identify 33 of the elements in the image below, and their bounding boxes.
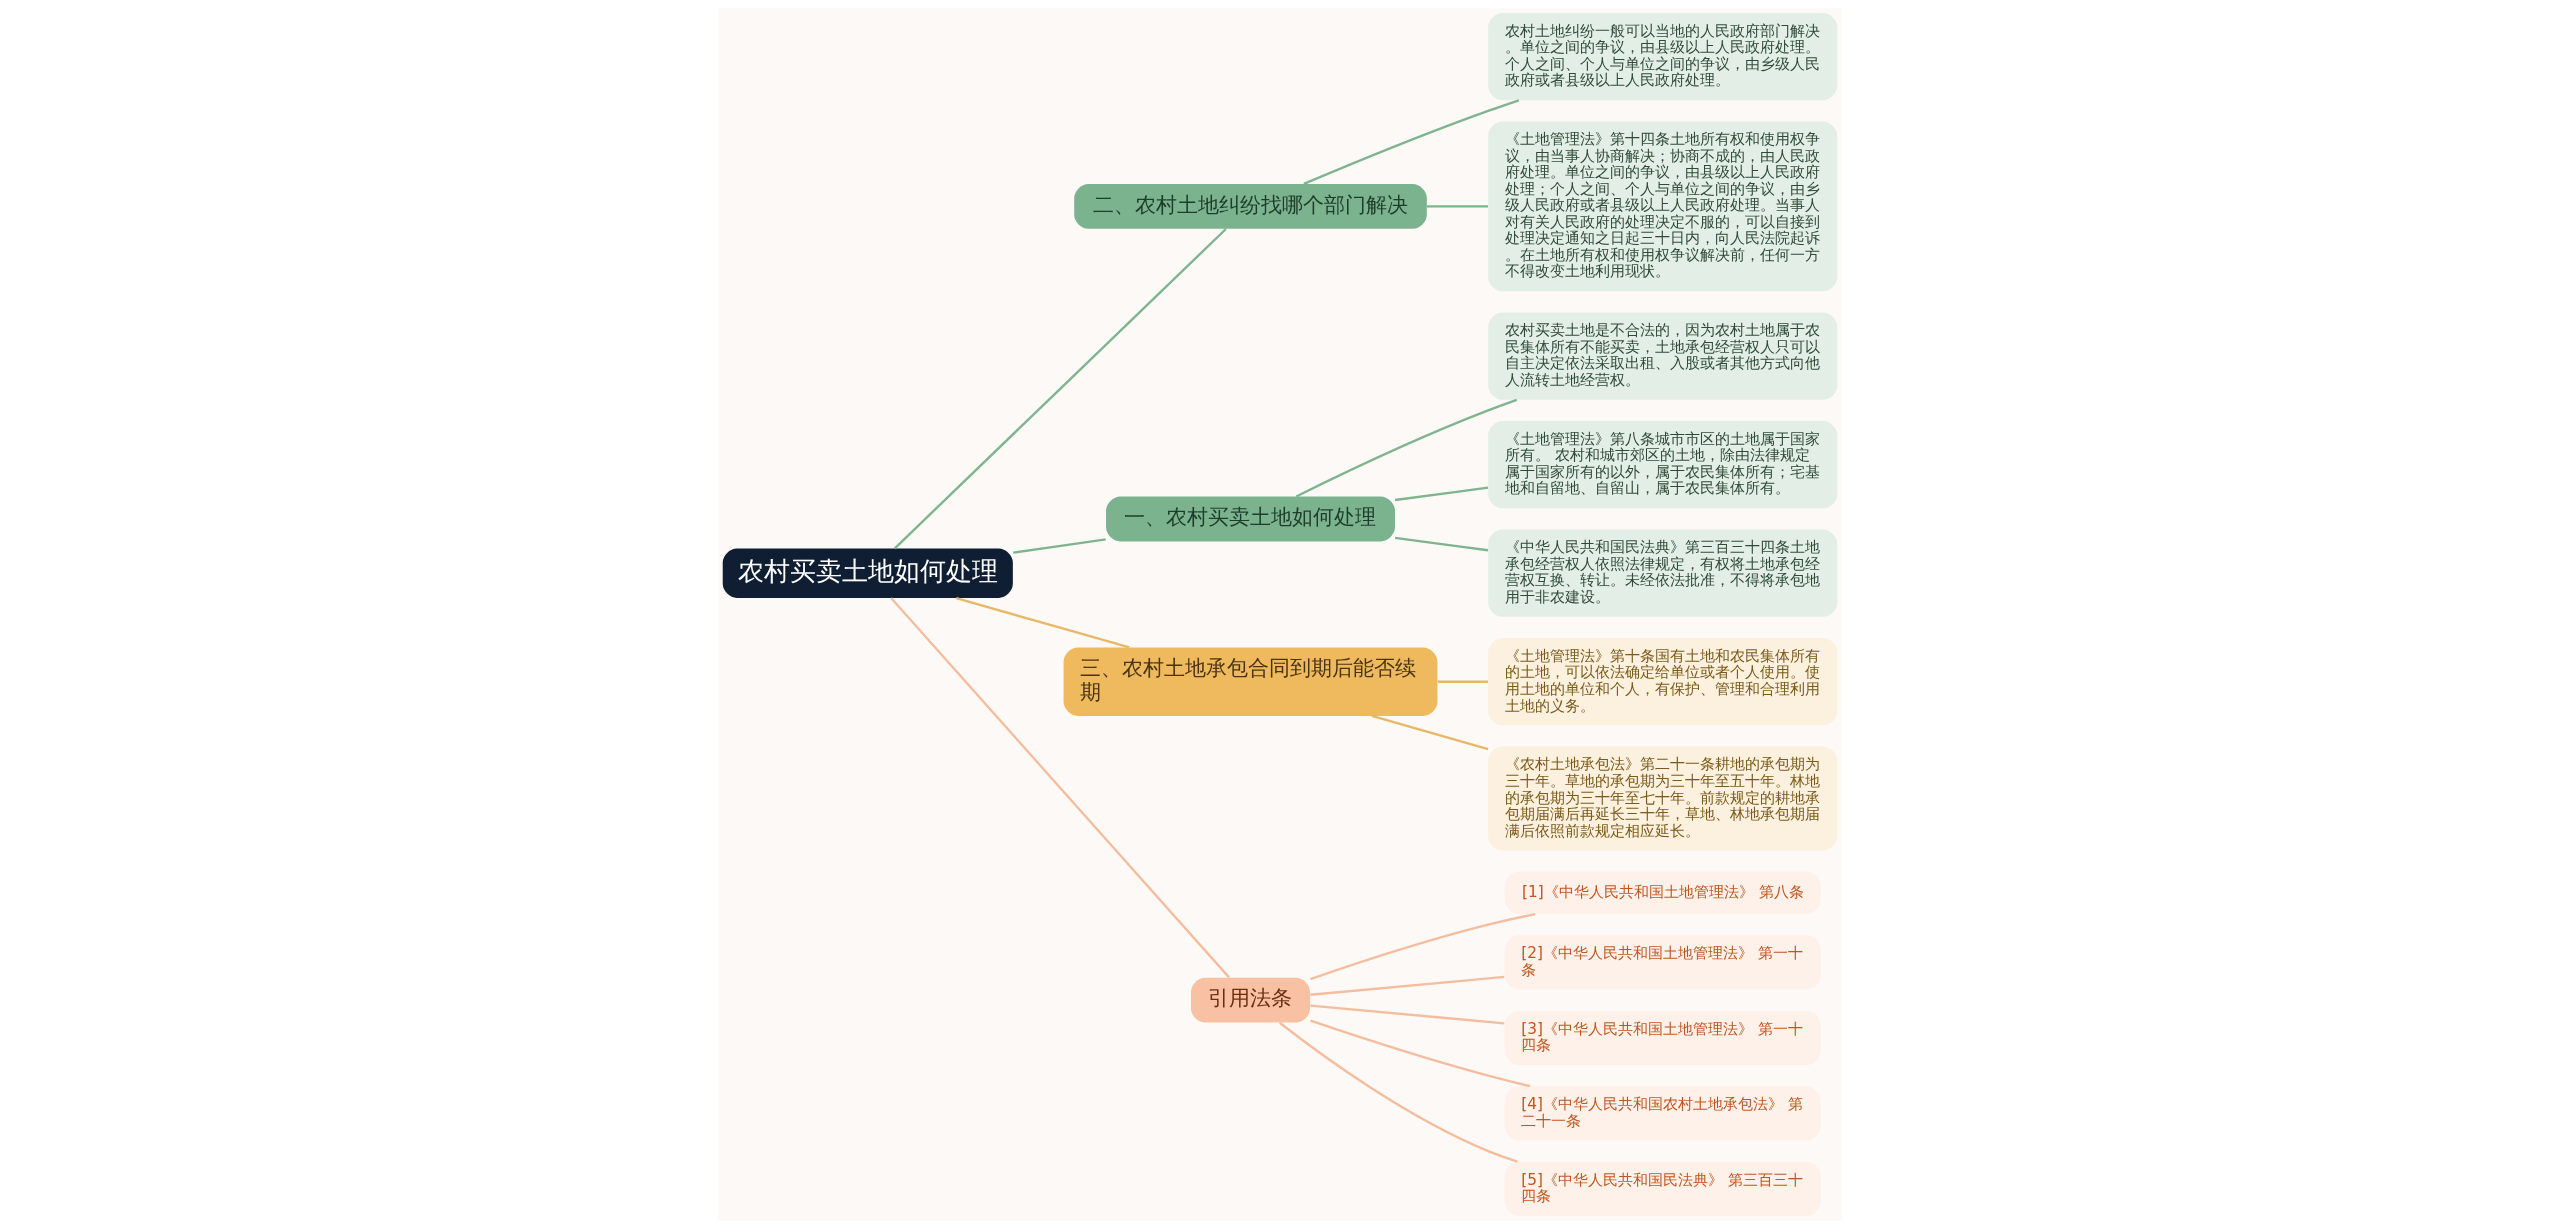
connector bbox=[1310, 912, 1536, 981]
connector bbox=[1310, 975, 1505, 996]
node-box: [4]《中华人民共和国农村土地承包法》 第二十一条 bbox=[1504, 1086, 1821, 1141]
connector bbox=[955, 597, 1130, 649]
node-box: 农村买卖土地是不合法的，因为农村土地属于农民集体所有不能买卖，土地承包经营权人只可以自主决定依法采取出租、入股或者其他方式向他人流转土地经营权。 bbox=[1488, 312, 1838, 400]
node-box: 《中华人民共和国民法典》第三百三十四条土地承包经营权人依照法律规定，有权将土地承包经营权互换、转让。未经依法批准，不得将承包地用于非农建设。 bbox=[1488, 529, 1838, 617]
node-box: 农村土地纠纷一般可以当地的人民政府部门解决。单位之间的争议，由县级以上人民政府处理。个人之间、个人与单位之间的争议，由乡级人民政府或者县级以上人民政府处理。 bbox=[1488, 13, 1838, 101]
node-box: 《土地管理法》第八条城市市区的土地属于国家所有。 农村和城市郊区的土地，除由法律规定属于国家所有的以外，属于农民集体所有；宅基地和自留地、自留山，属于农民集体所有。 bbox=[1488, 421, 1838, 509]
connector bbox=[1013, 538, 1106, 554]
node-box: [5]《中华人民共和国民法典》 第三百三十四条 bbox=[1504, 1161, 1821, 1216]
connector bbox=[1303, 99, 1520, 186]
node-box: 《农村土地承包法》第二十一条耕地的承包期为三十年。草地的承包期为三十年至五十年。林地的承包期为三十年至七十年。前款规定的耕地承包期届满后再延长三十年，草地、林地承包期届满后依照前款规定相应延长。 bbox=[1488, 746, 1838, 851]
connector bbox=[894, 228, 1227, 550]
node-box: 二、农村土地纠纷找哪个部门解决 bbox=[1074, 184, 1427, 229]
connector bbox=[1437, 680, 1488, 683]
connector bbox=[1310, 1004, 1505, 1025]
node-box: 引用法条 bbox=[1190, 977, 1311, 1023]
node-box: 农村买卖土地如何处理 bbox=[722, 548, 1013, 598]
connector bbox=[1394, 486, 1489, 502]
node-box: [2]《中华人民共和国土地管理法》 第一十条 bbox=[1504, 935, 1821, 990]
node-box: 《土地管理法》第十条国有土地和农民集体所有的土地，可以依法确定给单位或者个人使用。使用土地的单位和个人，有保护、管理和合理利用土地的义务。 bbox=[1488, 638, 1838, 726]
connector bbox=[1394, 536, 1489, 552]
node-box: 《土地管理法》第十四条土地所有权和使用权争议，由当事人协商解决；协商不成的，由人民政府处理。单位之间的争议，由县级以上人民政府处理；个人之间、个人与单位之间的争议，由乡级人民政府或者县级以上人民政府处理。当事人对有关人民政府的处理决定不服的，可以自接到处理决定通知之日起三十日内，向人民法院起诉。在土地所有权和使用权争议解决前，任何一方不得改变土地利用现状。 bbox=[1488, 121, 1838, 292]
node-box: [1]《中华人民共和国土地管理法》 第八条 bbox=[1504, 871, 1821, 915]
connector bbox=[890, 597, 1230, 979]
node-box: 三、农村土地承包合同到期后能否续期 bbox=[1063, 647, 1438, 716]
connector bbox=[1427, 205, 1489, 208]
node-box: [3]《中华人民共和国土地管理法》 第一十四条 bbox=[1504, 1010, 1821, 1066]
connector bbox=[1371, 714, 1489, 751]
connector bbox=[1295, 398, 1518, 498]
node-box: 一、农村买卖土地如何处理 bbox=[1106, 496, 1395, 542]
connector bbox=[1279, 1021, 1518, 1163]
connector bbox=[1310, 1019, 1531, 1088]
